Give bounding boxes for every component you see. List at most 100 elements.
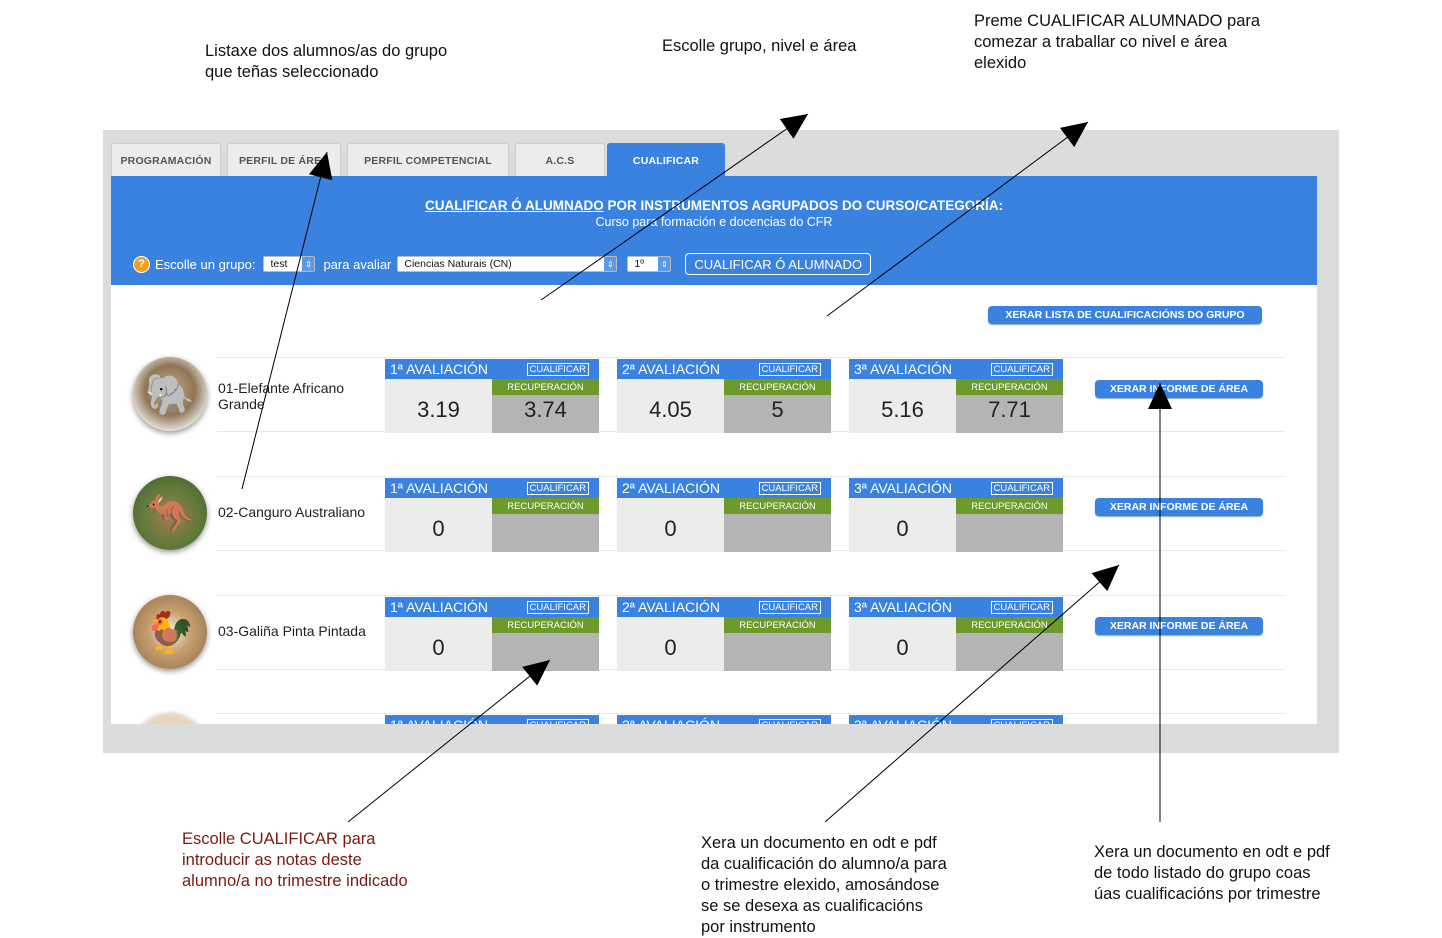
- cualificar-button[interactable]: CUALIFICAR: [758, 719, 821, 724]
- arrow-group-report-head: [1148, 383, 1172, 409]
- recovery-label: RECUPERACIÓN: [956, 617, 1063, 633]
- elephant-photo: 🐘: [145, 372, 195, 417]
- recovery-label: RECUPERACIÓN: [492, 617, 599, 633]
- arrow-student-report-head: [1091, 565, 1119, 592]
- evaluation-card-3: 3ª AVALIACIÓN CUALIFICAR RECUPERACIÓN 0: [849, 597, 1063, 671]
- cualificar-button[interactable]: CUALIFICAR: [758, 363, 821, 376]
- student-name: 02-Canguro Australiano: [218, 504, 366, 520]
- recovery-grade-value: 7.71: [988, 397, 1031, 422]
- recovery-grade-cell: [492, 514, 599, 552]
- recovery-label: RECUPERACIÓN: [956, 379, 1063, 395]
- cualificar-button[interactable]: CUALIFICAR: [758, 482, 821, 495]
- evaluation-title: 3ª AVALIACIÓN: [854, 361, 953, 377]
- banner-title-link[interactable]: CUALIFICAR Ó ALUMNADO: [425, 198, 604, 213]
- cualificar-button[interactable]: CUALIFICAR: [526, 363, 589, 376]
- grade-value: 0: [896, 635, 909, 660]
- grade-value: 0: [896, 516, 909, 541]
- select-arrows-icon: ⇕: [302, 257, 315, 271]
- grade-cell: [617, 617, 724, 671]
- evaluation-title: 3ª AVALIACIÓN: [854, 717, 952, 724]
- note-cualificar-button: Escolle CUALIFICAR para introducir as no…: [182, 830, 408, 890]
- help-icon[interactable]: ?: [133, 255, 150, 273]
- unknown-animal-avatar: [133, 713, 207, 724]
- evaluation-header: 2ª AVALIACIÓN CUALIFICAR: [617, 597, 831, 617]
- group-label: Escolle un grupo:: [155, 256, 256, 272]
- hen-avatar: 🐓: [133, 595, 207, 669]
- recovery-label: RECUPERACIÓN: [724, 379, 831, 395]
- cualificar-alumnado-button[interactable]: CUALIFICAR Ó ALUMNADO: [685, 253, 871, 275]
- recovery-grade-cell: [956, 514, 1063, 552]
- select-arrows-icon: ⇕: [604, 257, 617, 271]
- generate-area-report-button[interactable]: XERAR INFORME DE ÁREA: [1095, 498, 1263, 516]
- cualificar-button[interactable]: CUALIFICAR: [758, 601, 821, 614]
- arrow-student-list: [241, 151, 328, 490]
- level-select[interactable]: 1º ⇕: [627, 256, 672, 272]
- cualificar-button[interactable]: CUALIFICAR: [526, 719, 589, 724]
- kangaroo-photo: 🦘: [145, 491, 195, 536]
- grade-value: 0: [432, 516, 445, 541]
- evaluation-header: 3ª AVALIACIÓN CUALIFICAR: [849, 597, 1063, 617]
- arrow-press-cualificar-head: [1059, 122, 1088, 148]
- cualificar-button[interactable]: CUALIFICAR: [990, 719, 1053, 724]
- row-divider: [217, 357, 1285, 358]
- recovery-label: RECUPERACIÓN: [724, 498, 831, 514]
- grade-cell: [385, 379, 492, 433]
- note-choose-group: Escolle grupo, nivel e área: [662, 37, 857, 55]
- area-select-value: Ciencias Naturais (CN): [404, 258, 512, 270]
- recovery-label: RECUPERACIÓN: [492, 498, 599, 514]
- student-name: 03-Galiña Pinta Pintada: [218, 623, 366, 639]
- grade-cell: [617, 498, 724, 552]
- evaluation-title: 3ª AVALIACIÓN: [854, 599, 953, 615]
- evaluation-title: 1ª AVALIACIÓN: [390, 717, 488, 724]
- banner-title: CUALIFICAR Ó ALUMNADO POR INSTRUMENTOS A…: [111, 198, 1317, 213]
- tab-acs[interactable]: A.C.S: [515, 143, 605, 177]
- grade-value: 0: [664, 635, 677, 660]
- note-student-list: Listaxe dos alumnos/as do grupo que teña…: [205, 42, 448, 81]
- row-divider: [217, 595, 1285, 596]
- tab-programacion[interactable]: PROGRAMACIÓN: [111, 143, 221, 177]
- arrow-cualificar-button: [347, 659, 551, 823]
- student-name: 01-Elefante Africano Grande: [218, 380, 345, 412]
- evaluation-title: 3ª AVALIACIÓN: [854, 480, 953, 496]
- cualificar-button[interactable]: CUALIFICAR: [526, 601, 589, 614]
- cualificar-button[interactable]: CUALIFICAR: [990, 482, 1053, 495]
- cualificar-button[interactable]: CUALIFICAR: [526, 482, 589, 495]
- grade-value: 0: [664, 516, 677, 541]
- recovery-grade-value: 5: [771, 397, 784, 422]
- grade-cell: [617, 379, 724, 433]
- banner-title-rest: POR INSTRUMENTOS AGRUPADOS DO CURSO/CATE…: [603, 198, 1003, 213]
- recovery-grade-cell: [492, 395, 599, 433]
- grade-cell: [849, 617, 956, 671]
- evaluate-label: para avaliar: [323, 256, 392, 272]
- evaluation-title: 2ª AVALIACIÓN: [622, 599, 721, 615]
- evaluation-title: 2ª AVALIACIÓN: [622, 361, 721, 377]
- grade-cell: [849, 379, 956, 433]
- tab-perfil-competencial[interactable]: PERFIL COMPETENCIAL: [347, 143, 509, 177]
- generate-area-report-button[interactable]: XERAR INFORME DE ÁREA: [1095, 380, 1263, 398]
- grade-cell: [385, 498, 492, 552]
- select-arrows-icon: ⇕: [658, 257, 671, 271]
- area-select[interactable]: Ciencias Naturais (CN) ⇕: [397, 256, 618, 272]
- arrow-choose-group-head: [779, 114, 808, 139]
- generate-area-report-button[interactable]: XERAR INFORME DE ÁREA: [1095, 617, 1263, 635]
- header-banner: CUALIFICAR Ó ALUMNADO POR INSTRUMENTOS A…: [111, 176, 1317, 285]
- cualificar-button[interactable]: CUALIFICAR: [990, 601, 1053, 614]
- evaluation-header: 3ª AVALIACIÓN CUALIFICAR: [849, 715, 1063, 724]
- cualificar-button[interactable]: CUALIFICAR: [990, 363, 1053, 376]
- tab-cualificar[interactable]: CUALIFICAR: [607, 143, 725, 177]
- group-select[interactable]: test ⇕: [263, 256, 316, 272]
- note-student-report: Xera un documento en odt e pdf da cualif…: [701, 834, 947, 936]
- generate-group-list-button[interactable]: XERAR LISTA DE CUALIFICACIÓNS DO GRUPO: [988, 306, 1262, 324]
- level-select-value: 1º: [634, 258, 645, 270]
